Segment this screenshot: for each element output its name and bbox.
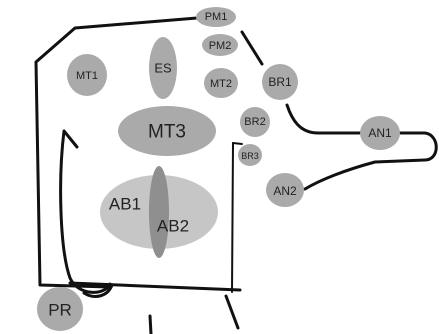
outline-bottom-base <box>68 281 242 292</box>
outline-br3-hook <box>232 142 243 145</box>
mt2-blob <box>204 68 238 98</box>
outline-foot-right <box>224 294 240 330</box>
ab2-blob <box>149 166 169 258</box>
outline-right-side <box>231 142 234 293</box>
br3-blob <box>238 144 262 166</box>
outline-antenna-loop <box>303 131 438 191</box>
mt1-label: MT1 <box>76 70 98 82</box>
an1-blob <box>360 116 400 150</box>
mt2-label: MT2 <box>210 78 232 90</box>
outline-neck-br1-an1 <box>285 103 362 135</box>
pm2-label: PM2 <box>209 40 232 52</box>
an2-label: AN2 <box>273 184 297 198</box>
br2-label: BR2 <box>244 116 265 128</box>
es-label: ES <box>154 61 172 76</box>
ab1-label: AB1 <box>109 195 141 214</box>
outline-top-left <box>34 16 199 289</box>
outline-foot-left <box>148 314 153 334</box>
regions <box>37 7 400 331</box>
ab2-label: AB2 <box>157 217 189 236</box>
an2-blob <box>266 173 304 207</box>
pm1-blob <box>196 7 236 27</box>
pr-blob <box>37 287 83 331</box>
br1-label: BR1 <box>268 75 292 89</box>
outline-leg-arc <box>59 129 112 294</box>
br3-label: BR3 <box>241 151 259 161</box>
br1-blob <box>262 64 298 100</box>
an1-label: AN1 <box>368 126 392 140</box>
mt3-blob <box>118 106 216 156</box>
pm2-blob <box>202 34 238 56</box>
outline-neck-pm1-br1 <box>240 30 264 66</box>
mt1-blob <box>67 54 107 96</box>
br2-blob <box>240 107 270 137</box>
es-blob <box>149 37 177 99</box>
region-labels: PM1 PM2 MT1 ES MT2 BR1 BR2 BR3 MT3 AN1 A… <box>48 11 392 320</box>
body-outline <box>34 16 438 334</box>
pm1-label: PM1 <box>205 11 228 23</box>
pr-label: PR <box>48 301 72 320</box>
outline-pr-hook <box>82 283 114 298</box>
mt3-label: MT3 <box>148 122 186 143</box>
